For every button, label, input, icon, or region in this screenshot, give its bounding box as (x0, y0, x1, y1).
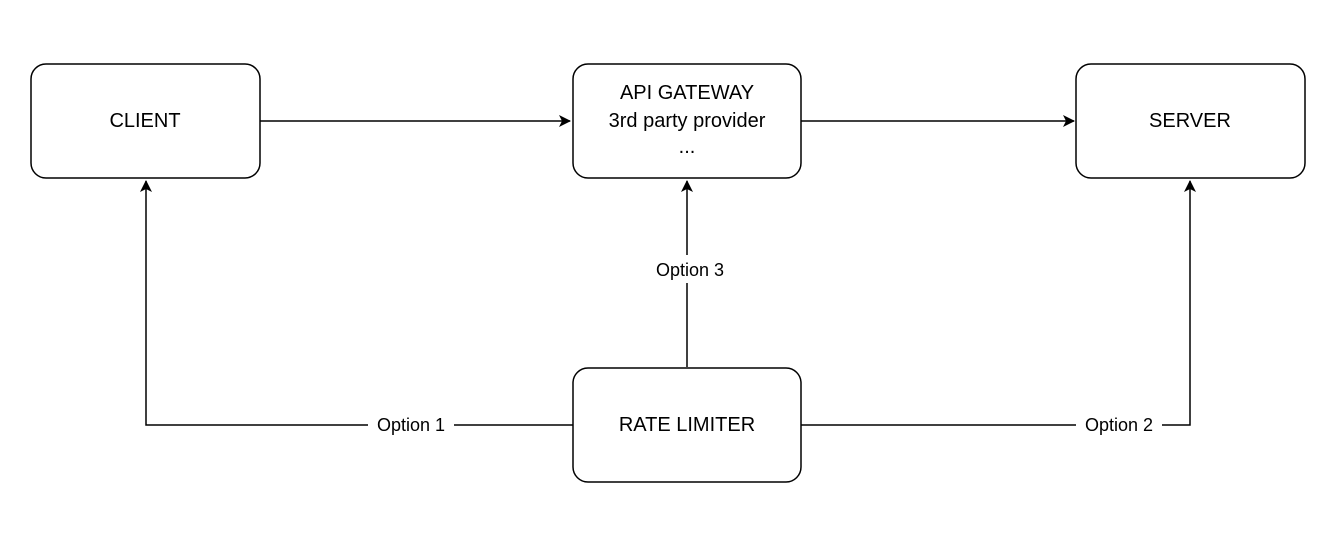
node-client: CLIENT (30, 63, 261, 179)
edge-option1 (140, 180, 573, 426)
edge-labels: Option 1 Option 2 Option 3 (368, 255, 1162, 438)
node-api-gateway-line2: 3rd party provider (609, 110, 766, 132)
node-rate-limiter-label: RATE LIMITER (619, 414, 755, 436)
node-api-gateway-line3: ... (679, 136, 696, 158)
edge-label-option3: Option 3 (656, 260, 724, 280)
edge-label-option2: Option 2 (1085, 415, 1153, 435)
node-api-gateway-line1: API GATEWAY (620, 82, 754, 104)
node-client-label: CLIENT (109, 110, 180, 132)
node-rate-limiter: RATE LIMITER (572, 367, 802, 483)
edge-option2 (801, 180, 1196, 426)
node-server-label: SERVER (1149, 110, 1231, 132)
node-server: SERVER (1075, 63, 1306, 179)
edge-label-option1: Option 1 (377, 415, 445, 435)
node-api-gateway: API GATEWAY 3rd party provider ... (572, 63, 802, 179)
